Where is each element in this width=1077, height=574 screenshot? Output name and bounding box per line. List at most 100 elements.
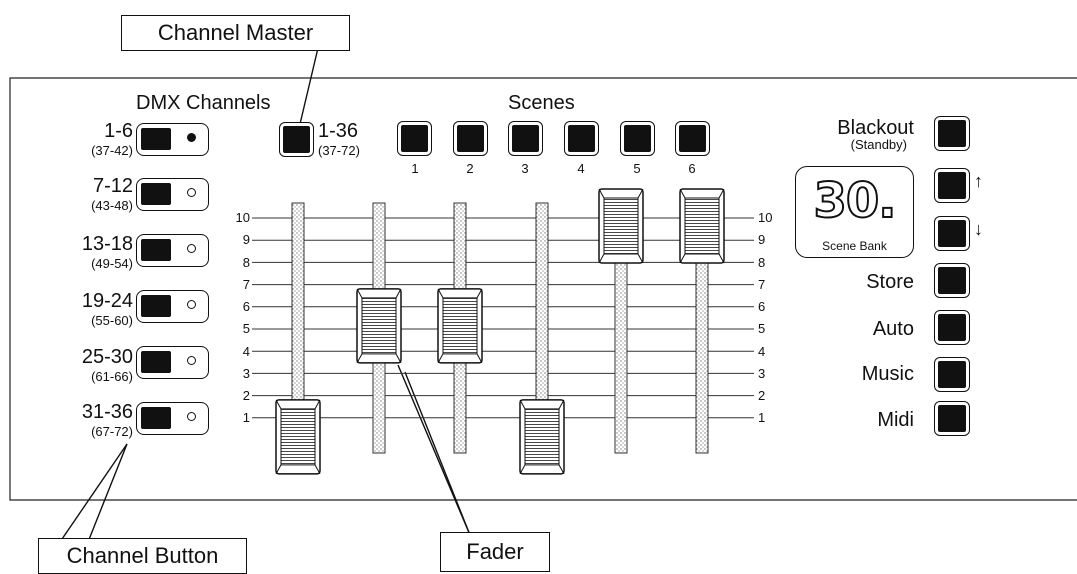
scale-tick-label: 4 — [758, 344, 766, 359]
scale-tick-label: 2 — [758, 388, 766, 403]
channel-sub-range-label: (61-66) — [91, 369, 133, 384]
channel-sub-range-label: (49-54) — [91, 256, 133, 271]
channel-range-label: 19-24 — [81, 290, 133, 312]
scale-tick-label: 9 — [758, 232, 766, 247]
led-indicator-icon — [187, 244, 196, 253]
scale-tick-label: 1 — [242, 410, 250, 425]
button-face — [938, 405, 966, 432]
music-label: Music — [861, 363, 914, 385]
scale-tick-label: 3 — [242, 366, 250, 381]
scene-number: 6 — [688, 161, 696, 176]
channel-master-sub-range: (37-72) — [318, 143, 360, 158]
fader-callout: Fader — [440, 532, 550, 572]
auto-label: Auto — [872, 318, 914, 340]
channel-button-1-6[interactable] — [136, 123, 209, 156]
led-indicator-icon — [187, 356, 196, 365]
standby-label: (Standby) — [850, 137, 907, 152]
scale-tick-label: 1 — [758, 410, 766, 425]
scale-tick-label: 5 — [758, 321, 766, 336]
led-indicator-icon — [187, 188, 196, 197]
scene-number: 5 — [633, 161, 641, 176]
store-button[interactable] — [934, 263, 970, 298]
bank-down-button[interactable] — [934, 216, 970, 251]
button-face — [568, 125, 595, 152]
scale-tick-label: 8 — [758, 255, 766, 270]
fader-knob[interactable] — [437, 288, 483, 364]
button-face — [938, 172, 966, 199]
fader-knob[interactable] — [679, 188, 725, 264]
bank-up-button[interactable] — [934, 168, 970, 203]
scene-button-6[interactable] — [675, 121, 710, 156]
scale-tick-label: 6 — [758, 299, 766, 314]
fader-knob[interactable] — [598, 188, 644, 264]
auto-button[interactable] — [934, 310, 970, 345]
button-face — [938, 361, 966, 388]
button-face — [938, 267, 966, 294]
scene-button-2[interactable] — [453, 121, 488, 156]
down-arrow-icon: ↓ — [974, 219, 983, 239]
channel-master-callout-label: Channel Master — [157, 20, 314, 45]
channel-button-callout-label: Channel Button — [66, 543, 219, 568]
led-indicator-icon — [187, 133, 196, 142]
channel-button-31-36[interactable] — [136, 402, 209, 435]
scene-number: 2 — [466, 161, 474, 176]
scene-button-5[interactable] — [620, 121, 655, 156]
button-face — [938, 220, 966, 247]
scene-number: 4 — [577, 161, 585, 176]
scale-tick-label: 5 — [242, 321, 250, 336]
channel-button-callout: Channel Button — [38, 538, 247, 574]
scale-tick-label: 8 — [242, 255, 250, 270]
fader-callout-label: Fader — [466, 539, 524, 564]
channel-button-25-30[interactable] — [136, 346, 209, 379]
button-face — [401, 125, 428, 152]
channel-button-19-24[interactable] — [136, 290, 209, 323]
channel-sub-range-label: (55-60) — [91, 313, 133, 328]
scene-number: 3 — [521, 161, 529, 176]
scenes-heading: Scenes — [508, 92, 575, 114]
button-face — [624, 125, 651, 152]
button-face — [457, 125, 484, 152]
midi-label: Midi — [877, 409, 914, 431]
fader-knob[interactable] — [356, 288, 402, 364]
button-face — [512, 125, 539, 152]
scene-button-3[interactable] — [508, 121, 543, 156]
channel-button-13-18[interactable] — [136, 234, 209, 267]
led-indicator-icon — [187, 412, 196, 421]
scale-tick-label: 4 — [242, 344, 250, 359]
button-face — [938, 314, 966, 341]
button-face — [141, 183, 171, 205]
scale-tick-label: 10 — [758, 210, 773, 225]
scale-tick-label: 9 — [242, 232, 250, 247]
button-face — [141, 295, 171, 317]
scene-bank-caption: Scene Bank — [822, 239, 887, 253]
channel-master-range: 1-36 — [318, 120, 359, 142]
blackout-label: Blackout — [837, 117, 914, 139]
channel-range-label: 31-36 — [81, 401, 133, 423]
scale-tick-label: 7 — [758, 277, 766, 292]
scale-tick-label: 3 — [758, 366, 766, 381]
channel-master-callout: Channel Master — [121, 15, 350, 51]
channel-range-label: 1-6 — [104, 120, 133, 142]
scale-tick-label: 6 — [242, 299, 250, 314]
button-face — [141, 351, 171, 373]
scene-button-1[interactable] — [397, 121, 432, 156]
fader-knob[interactable] — [519, 399, 565, 475]
scale-tick-label: 10 — [235, 210, 250, 225]
midi-button[interactable] — [934, 401, 970, 436]
fader-knob[interactable] — [275, 399, 321, 475]
scene-button-4[interactable] — [564, 121, 599, 156]
store-label: Store — [866, 271, 914, 293]
channel-sub-range-label: (37-42) — [91, 143, 133, 158]
scene-bank-value: 30. — [812, 172, 897, 230]
blackout-button[interactable] — [934, 116, 970, 151]
scene-bank-display: 30. Scene Bank — [795, 166, 914, 258]
button-face — [141, 128, 171, 150]
music-button[interactable] — [934, 357, 970, 392]
channel-master-button[interactable] — [279, 122, 314, 157]
button-face — [679, 125, 706, 152]
channel-sub-range-label: (67-72) — [91, 424, 133, 439]
button-face — [283, 126, 310, 153]
channel-button-7-12[interactable] — [136, 178, 209, 211]
